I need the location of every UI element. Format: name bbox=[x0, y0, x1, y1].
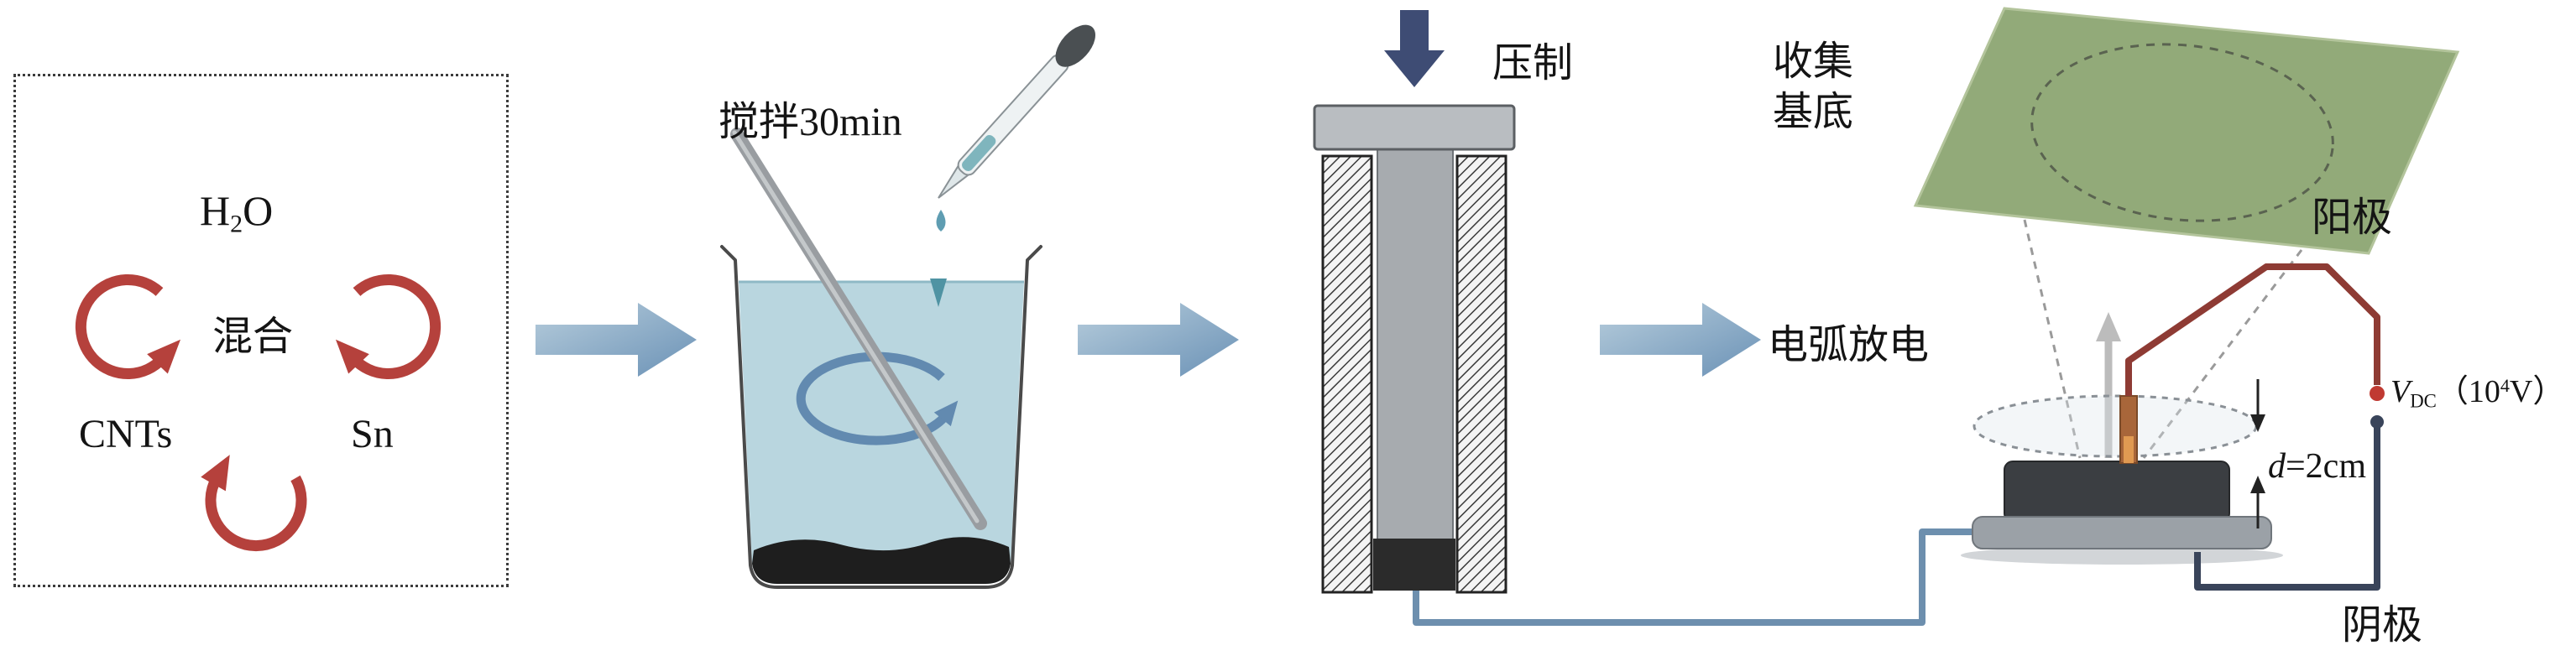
deposition-cone-right bbox=[2142, 249, 2303, 459]
press-piston-rod bbox=[1377, 147, 1454, 543]
h2o-label: H2O bbox=[200, 185, 273, 240]
mix-label: 混合 bbox=[212, 315, 294, 359]
press-label: 压制 bbox=[1492, 41, 1574, 86]
gap-value: =2cm bbox=[2286, 447, 2366, 486]
gap-symbol: d bbox=[2268, 447, 2286, 486]
vdc-close: V） bbox=[2509, 374, 2565, 409]
anode-label: 阳极 bbox=[2312, 195, 2393, 240]
mixing-box bbox=[13, 74, 509, 587]
beaker-station bbox=[720, 24, 1095, 589]
base-plate bbox=[1972, 516, 2272, 549]
flow-arrow-1-icon bbox=[536, 303, 697, 377]
base-shadow bbox=[1961, 546, 2283, 565]
h2o-rest: O bbox=[243, 187, 274, 234]
substrate-plate bbox=[1913, 7, 2460, 255]
sn-label: Sn bbox=[351, 412, 394, 456]
vdc-symbol: V bbox=[2391, 374, 2411, 409]
cathode-label: 阴极 bbox=[2342, 603, 2423, 648]
transfer-tube bbox=[1413, 528, 1974, 626]
swirl-arrow-icon bbox=[796, 351, 959, 445]
sediment bbox=[752, 537, 1011, 584]
gap-label: d=2cm bbox=[2268, 445, 2366, 489]
beaker bbox=[720, 245, 1042, 589]
deposition-cone-left bbox=[2023, 219, 2082, 459]
stirring-rod-highlight bbox=[732, 130, 980, 523]
cathode-terminal-dot bbox=[2370, 415, 2384, 429]
press-cylinder-left-wall bbox=[1321, 154, 1373, 594]
cathode-block bbox=[2004, 461, 2230, 523]
stir-label: 搅拌30min bbox=[718, 100, 902, 144]
flow-arrow-2-icon bbox=[1078, 303, 1239, 377]
press-cylinder-right-wall bbox=[1455, 154, 1507, 594]
mixing-arrows bbox=[75, 273, 442, 552]
cathode-wire bbox=[2194, 422, 2380, 591]
drop-icon bbox=[936, 210, 946, 232]
h2o-subscript: 2 bbox=[230, 210, 243, 238]
flow-arrows bbox=[536, 303, 1761, 377]
arc-glow bbox=[2124, 436, 2134, 463]
substrate-label-line1: 收集 bbox=[1773, 39, 1854, 84]
press-piston-plate bbox=[1313, 104, 1516, 151]
press-sample bbox=[1373, 539, 1455, 591]
vdc-superscript: 4 bbox=[2500, 374, 2510, 396]
beaker-liquid bbox=[739, 282, 1024, 584]
arc-discharge-label: 电弧放电 bbox=[1768, 323, 1930, 367]
vdc-label: VDC（104V） bbox=[2391, 372, 2564, 414]
press-station bbox=[1313, 10, 1974, 626]
anode-wire bbox=[2125, 263, 2380, 396]
flow-arrow-3-icon bbox=[1600, 303, 1761, 377]
substrate-target-circle bbox=[2030, 43, 2334, 222]
anode-terminal-dot bbox=[2370, 386, 2385, 401]
h2o-base: H bbox=[200, 187, 231, 234]
pour-stream bbox=[930, 279, 947, 307]
substrate-label: 收集 基底 bbox=[1773, 37, 1853, 138]
vdc-subscript: DC bbox=[2410, 390, 2437, 412]
rotate-arrow-left-icon bbox=[75, 273, 181, 379]
arc-discharge-station bbox=[1913, 7, 2460, 591]
vdc-open: （10 bbox=[2436, 374, 2500, 409]
anode-disc bbox=[1972, 394, 2258, 458]
rotate-arrow-bottom-icon bbox=[201, 455, 307, 552]
press-down-arrow-icon bbox=[1384, 10, 1445, 87]
substrate-label-line2: 基底 bbox=[1773, 90, 1854, 134]
dropper-icon bbox=[938, 24, 1095, 199]
rotate-arrow-right-icon bbox=[335, 273, 442, 379]
cnts-label: CNTs bbox=[79, 412, 173, 456]
